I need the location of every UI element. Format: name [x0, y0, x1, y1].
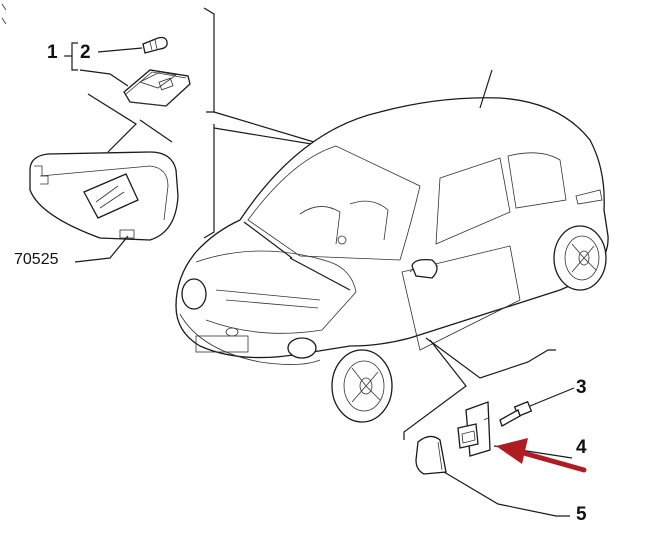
car-icon — [175, 69, 609, 423]
crop-mark — [1, 3, 7, 25]
callout-4: 4 — [576, 437, 587, 458]
callout-3: 3 — [576, 377, 587, 398]
callout-bracket — [64, 42, 78, 71]
screw-icon — [499, 387, 575, 427]
callout-1: 1 — [47, 42, 58, 63]
bracket-icon — [457, 401, 573, 459]
lower-leaders — [403, 337, 556, 440]
bulb-icon — [97, 36, 168, 54]
callout-2: 2 — [80, 42, 91, 63]
visor-leader — [87, 93, 173, 153]
ref-code-label: 70525 — [14, 251, 59, 268]
cover-cap-icon — [415, 435, 570, 517]
callout-5: 5 — [576, 504, 587, 525]
sun-visor-icon — [29, 151, 179, 263]
courtesy-lamp-icon — [79, 69, 191, 107]
pointer-arrow-icon — [496, 438, 587, 473]
